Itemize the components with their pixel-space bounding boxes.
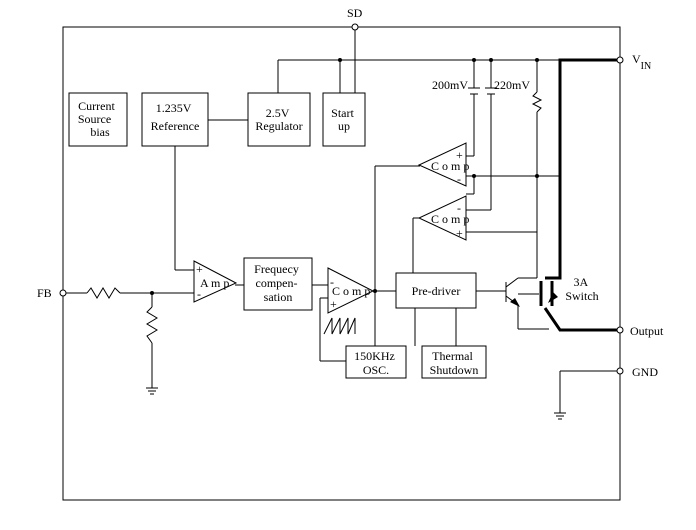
sawtooth-icon (323, 317, 356, 335)
output-label: Output (630, 324, 664, 338)
fb-label: FB (37, 286, 52, 300)
main-comp-label: C o m p (332, 284, 370, 298)
main-comp-minus: - (330, 275, 334, 289)
reference-label: 1.235V Reference (151, 101, 200, 133)
switch-label: 3A Switch (565, 275, 598, 303)
vin-pin (616, 56, 624, 64)
ground-icon-gnd (554, 412, 566, 420)
divider-resistor (146, 306, 158, 344)
sd-pin (351, 23, 359, 31)
top-comp-label: C o m p (431, 159, 469, 173)
junction-dot (472, 174, 476, 178)
mid-comparator (417, 195, 467, 241)
amp-minus: - (197, 287, 201, 301)
freq-comp-block (243, 257, 313, 311)
startup-block (322, 92, 366, 147)
sd-label: SD (347, 6, 363, 20)
sense-resistor (531, 91, 543, 113)
vin-label: VIN (632, 52, 651, 72)
thermal-block (421, 345, 487, 379)
top-comp-plus: + (456, 148, 463, 162)
wiring (63, 27, 620, 413)
fb-series-resistor (86, 287, 121, 299)
amp-label: A m p (200, 276, 229, 290)
junction-dot (535, 174, 539, 178)
predriver-label: Pre-driver (412, 284, 461, 298)
ground-icon-divider (146, 387, 158, 395)
current-source-label: Current Source bias (78, 99, 118, 139)
junction-dot (489, 58, 493, 62)
osc-block (345, 345, 407, 379)
junction-dot (472, 58, 476, 62)
reference-block (141, 92, 209, 147)
output-pin (616, 326, 624, 334)
freq-comp-label: Frequecy compen- sation (254, 262, 302, 304)
source-200mv-label: 200mV (432, 78, 468, 92)
mid-comp-plus: + (456, 226, 463, 240)
voltage-source-220mv (485, 87, 497, 100)
mid-comp-label: C o m p (431, 212, 469, 226)
error-amp (193, 260, 238, 303)
source-220mv-label: 220mV (494, 78, 530, 92)
thermal-label: Thermal Shutdown (430, 349, 479, 377)
predriver-emitter-arrow (510, 298, 520, 307)
power-path (539, 58, 620, 332)
junction-dot (150, 291, 154, 295)
top-comp-minus: - (457, 172, 461, 186)
top-comparator (417, 142, 467, 187)
startup-label: Start up (331, 106, 357, 133)
ic-boundary (62, 26, 621, 501)
amp-plus: + (196, 262, 203, 276)
junction-dot (373, 289, 377, 293)
predriver-block (395, 272, 477, 309)
junction-dot (338, 58, 342, 62)
main-comp-plus: + (330, 297, 337, 311)
gnd-label: GND (632, 365, 658, 379)
main-comparator (327, 267, 375, 314)
osc-label: 150KHz OSC. (354, 349, 398, 377)
mid-comp-minus: - (457, 201, 461, 215)
current-source-block (68, 92, 128, 147)
fb-pin (59, 289, 67, 297)
regulator-label: 2.5V Regulator (255, 106, 302, 133)
regulator-block (247, 92, 311, 147)
gnd-pin (616, 367, 624, 375)
switch-emitter-arrow (548, 292, 558, 303)
voltage-source-200mv (468, 87, 480, 100)
junction-dot (535, 58, 539, 62)
